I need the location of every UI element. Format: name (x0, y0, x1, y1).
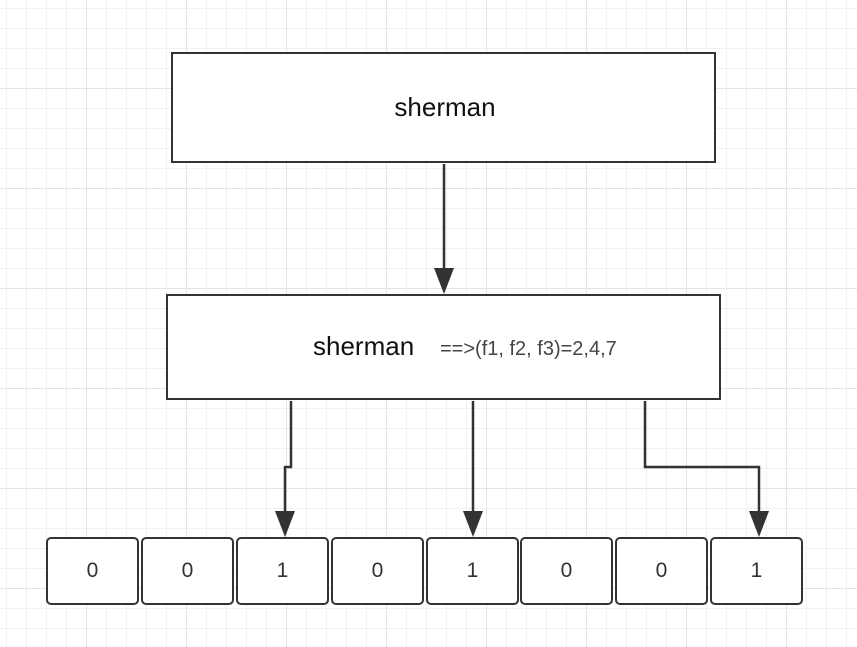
hash-formula-text: ==>(f1, f2, f3)=2,4,7 (440, 338, 617, 360)
bit-cell-7: 1 (710, 537, 803, 605)
element-box: sherman (171, 52, 716, 163)
arrowhead-icon (749, 511, 769, 537)
arrow-f1-to-bit-2 (283, 401, 293, 513)
arrowhead-icon (463, 511, 483, 537)
bit-cell-3: 0 (331, 537, 424, 605)
bit-cell-4: 1 (426, 537, 519, 605)
arrow-f3-to-bit-7 (643, 401, 761, 513)
hash-function-box: sherman ==>(f1, f2, f3)=2,4,7 (166, 294, 721, 400)
hash-element-label: sherman (313, 331, 415, 361)
bit-cell-1: 0 (141, 537, 234, 605)
bit-cell-5: 0 (520, 537, 613, 605)
arrowhead-icon (275, 511, 295, 537)
bit-cell-6: 0 (615, 537, 708, 605)
element-label: sherman (394, 92, 496, 122)
arrowhead-icon (434, 268, 454, 294)
bit-cell-2: 1 (236, 537, 329, 605)
bit-cell-0: 0 (46, 537, 139, 605)
